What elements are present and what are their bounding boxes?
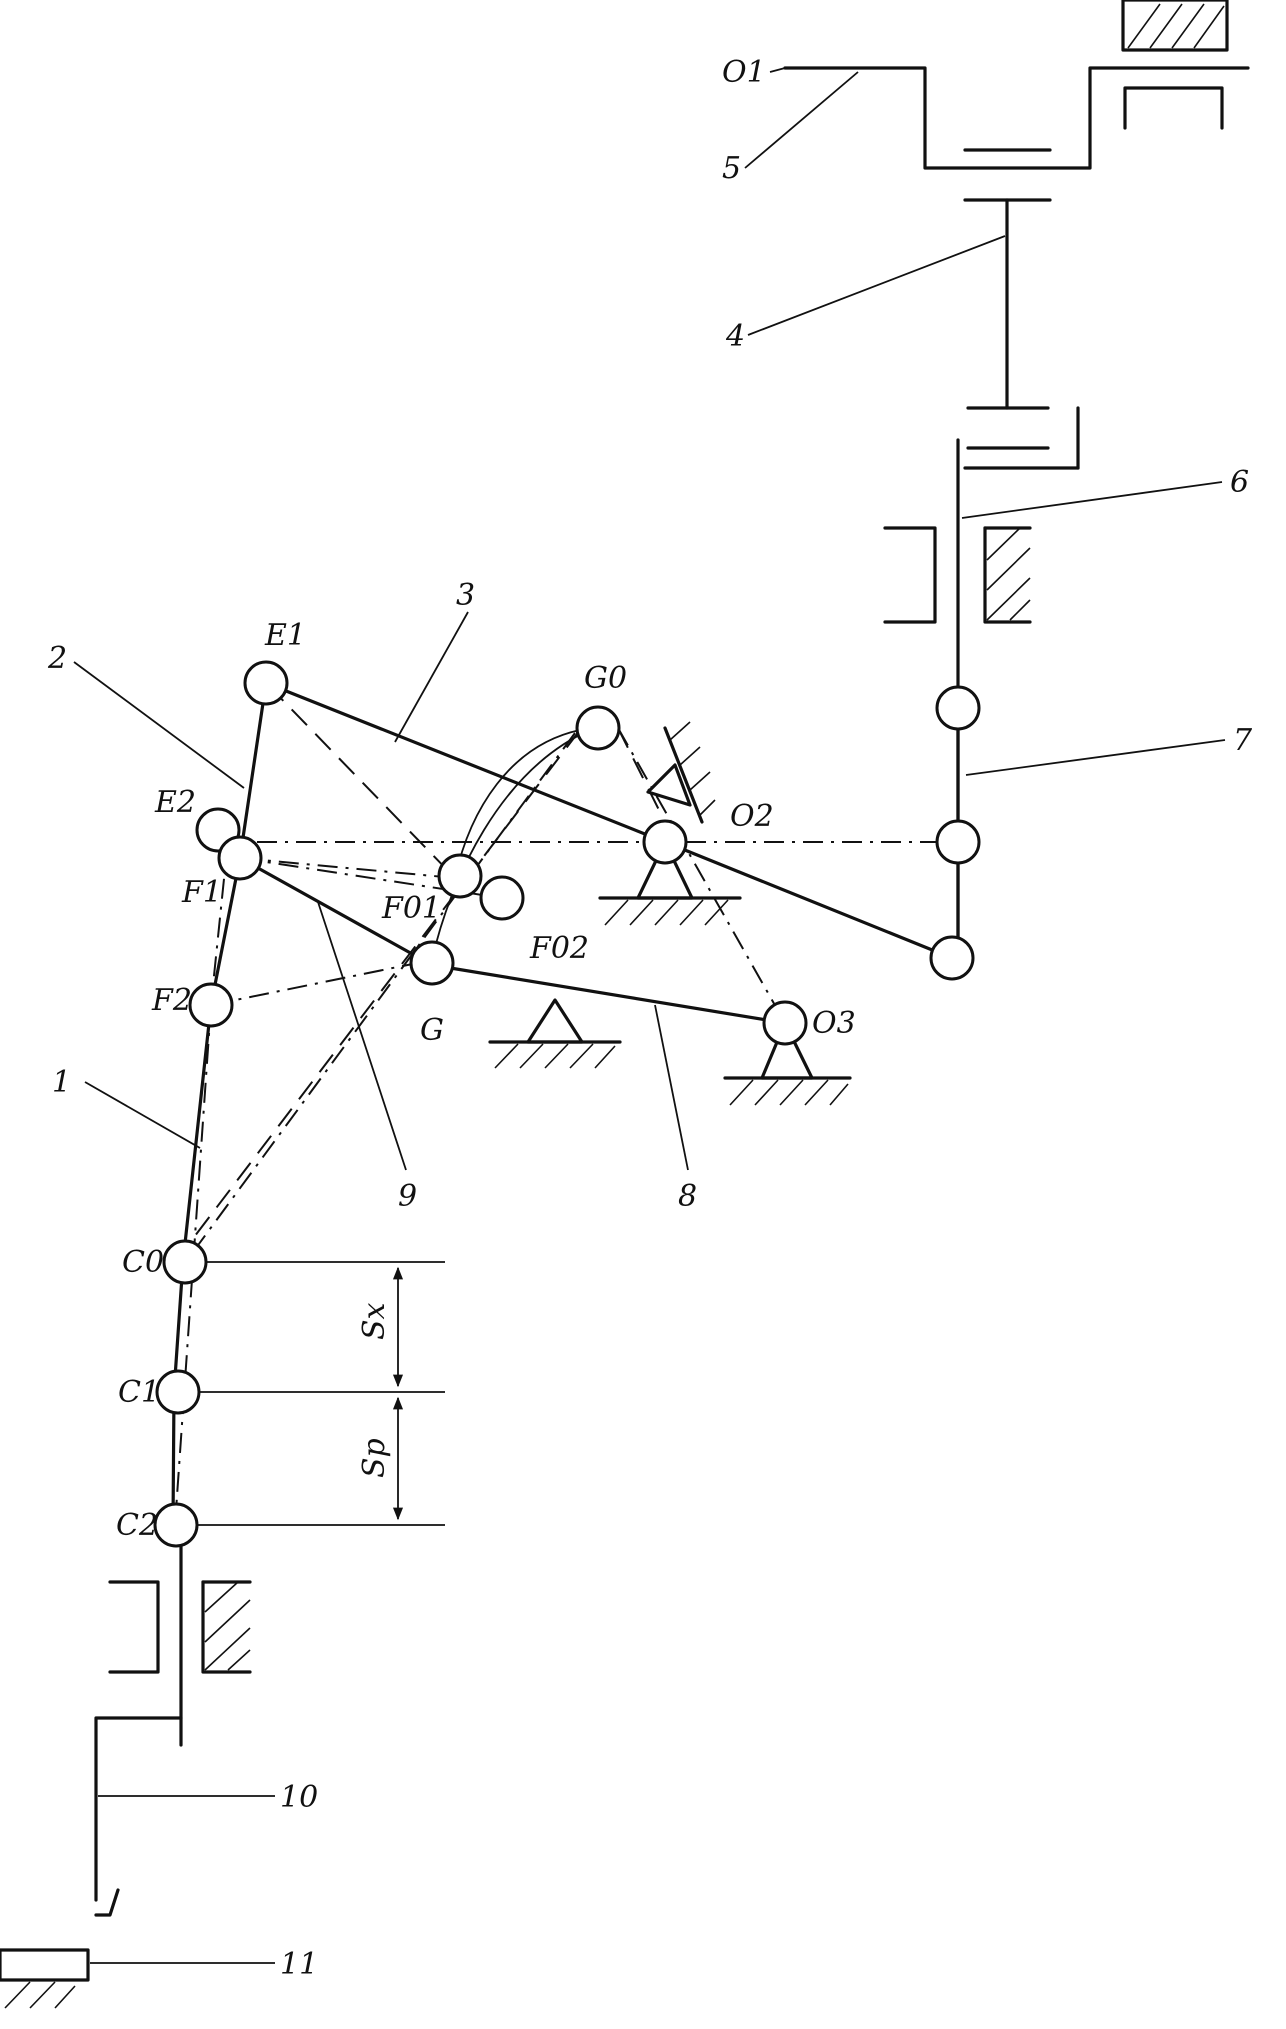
- dimension-sx: Sx: [357, 1302, 392, 1340]
- joint-g0: [575, 705, 621, 751]
- label-o1: O1: [722, 55, 766, 90]
- label-e1: E1: [264, 618, 306, 653]
- joint-f1: [217, 835, 263, 881]
- part-number-7: 7: [1233, 723, 1253, 758]
- part-number-2: 2: [47, 641, 67, 676]
- part-number-5: 5: [722, 151, 741, 186]
- bottom-assembly: [0, 1523, 252, 2009]
- dimension-labels: Sx Sp: [357, 1302, 392, 1478]
- slider-6-hatch: [986, 527, 1031, 621]
- joint-f02: [479, 875, 525, 921]
- label-e2: E2: [154, 785, 196, 820]
- label-f2: F2: [151, 983, 192, 1018]
- leader-lines: [73, 67, 1226, 1964]
- pivot-o3: [723, 1021, 852, 1106]
- label-o3: O3: [812, 1006, 856, 1041]
- part-number-10: 10: [280, 1780, 318, 1815]
- label-f01: F01: [381, 891, 441, 926]
- label-g0: G0: [584, 661, 627, 696]
- joint-c2: [153, 1502, 199, 1548]
- label-c0: C0: [122, 1245, 164, 1280]
- label-c1: C1: [118, 1375, 160, 1410]
- label-f1: F1: [181, 875, 222, 910]
- joint-o3: [762, 1000, 808, 1046]
- top-right-hatch: [1127, 3, 1225, 49]
- joint-o2: [642, 819, 688, 865]
- rod-4: [963, 198, 1080, 470]
- point-labels: O1 E1 E2 F1 F2 G0 O2 F01 F02 G O3 C0 C1 …: [116, 55, 856, 1543]
- joint-c0: [162, 1239, 208, 1285]
- part-numbers: 1 2 3 4 5 6 7 8 9 10 11: [47, 151, 1253, 1982]
- pivot-o2: [598, 840, 742, 926]
- joint-e1: [243, 660, 289, 706]
- joint-3-7: [929, 935, 975, 981]
- joint-f2: [188, 982, 234, 1028]
- dimension-sp: Sp: [357, 1438, 392, 1478]
- pivot-g: [488, 998, 622, 1069]
- label-c2: C2: [116, 1508, 158, 1543]
- construction-lines: [174, 684, 958, 1526]
- top-slider-assembly: [783, 0, 1250, 202]
- part-number-1: 1: [52, 1065, 71, 1100]
- pivot-g0-wall: [646, 721, 716, 824]
- joint-c1: [155, 1369, 201, 1415]
- label-g: G: [420, 1013, 444, 1048]
- joint-f01: [437, 853, 483, 899]
- label-f02: F02: [529, 931, 589, 966]
- stroke-dimensions: [176, 1261, 445, 1526]
- joints: [153, 660, 981, 1548]
- part-number-3: 3: [456, 578, 475, 613]
- part-number-6: 6: [1230, 465, 1249, 500]
- part-number-4: 4: [725, 319, 745, 354]
- links: [171, 681, 960, 1527]
- joint-7-o2line: [935, 819, 981, 865]
- part-number-11: 11: [280, 1947, 318, 1982]
- part-number-8: 8: [678, 1179, 697, 1214]
- joint-6-7: [935, 685, 981, 731]
- part-number-9: 9: [398, 1179, 417, 1214]
- label-o2: O2: [730, 799, 774, 834]
- joint-g: [409, 940, 455, 986]
